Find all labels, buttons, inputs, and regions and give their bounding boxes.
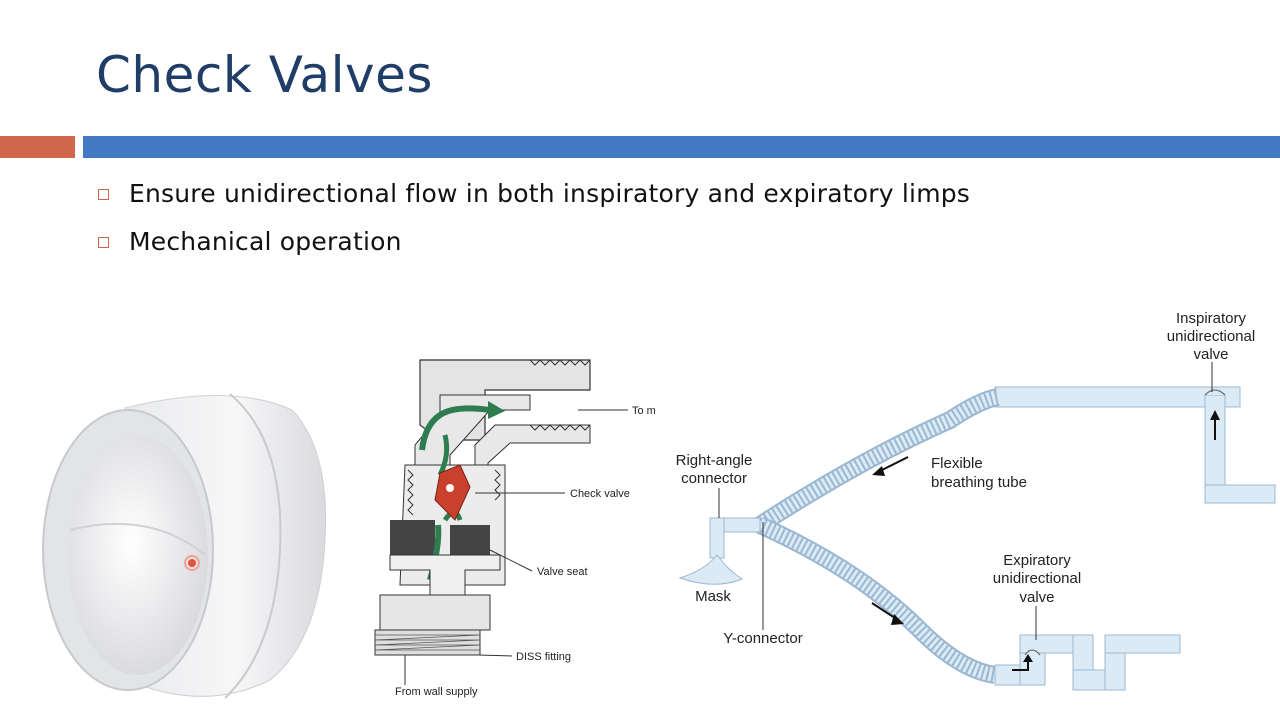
accent-bar [0,136,75,158]
bullet-text: Ensure unidirectional flow in both inspi… [129,179,971,208]
label-check-valve: Check valve [570,488,630,500]
round-check-valve-image [42,393,327,699]
slide-title: Check Valves [96,46,433,104]
label-y-connector: Y-connector [723,630,803,647]
breathing-circuit-diagram: Inspiratory unidirectional valve Right-a… [676,310,1276,691]
label-from-wall-supply: From wall supply [395,686,478,698]
label-mask: Mask [695,588,731,605]
label-diss-fitting: DISS fitting [516,651,571,663]
title-underline-bar [83,136,1280,158]
label-valve-seat: Valve seat [537,566,588,578]
square-bullet-icon [98,237,109,248]
check-valve-cross-section: To m Check valve Valve seat DISS fitting… [374,359,656,698]
label-flexible: Flexible [931,455,983,472]
bullet-item: Ensure unidirectional flow in both inspi… [96,176,970,224]
square-bullet-icon [98,189,109,200]
label-to: To m [632,405,656,417]
label-inspiratory: Inspiratory [1176,310,1247,327]
label-breathing-tube: breathing tube [931,474,1027,491]
bullet-item: Mechanical operation [96,224,970,272]
bullet-list: Ensure unidirectional flow in both inspi… [96,176,970,272]
label-inspiratory-valve: valve [1193,346,1228,363]
label-expiratory-unidirectional: unidirectional [993,570,1081,587]
label-connector: connector [681,470,747,487]
label-inspiratory-unidirectional: unidirectional [1167,328,1255,345]
label-expiratory-valve: valve [1019,589,1054,606]
bullet-text: Mechanical operation [129,227,402,256]
label-right-angle: Right-angle [676,452,753,469]
label-expiratory: Expiratory [1003,552,1071,569]
